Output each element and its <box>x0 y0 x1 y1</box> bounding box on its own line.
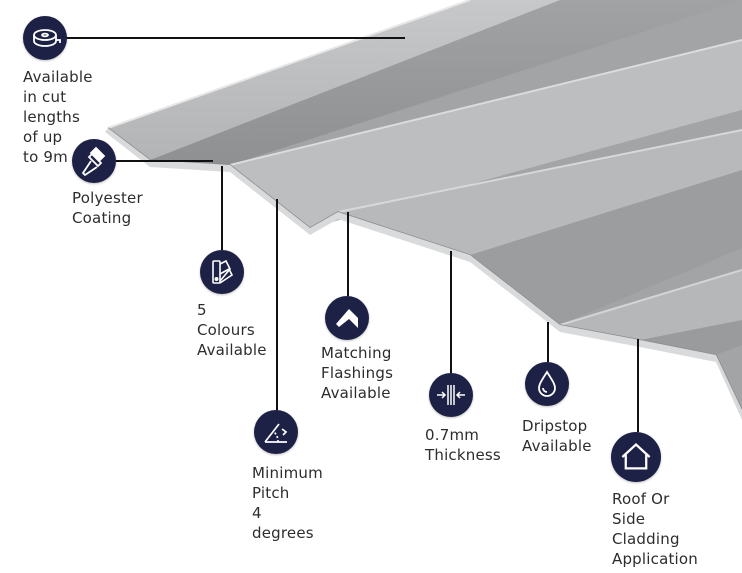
feature-label-cladding: Roof Or Side Cladding Application <box>612 490 699 568</box>
tape-measure-icon <box>23 16 67 60</box>
leader-lines <box>66 37 639 432</box>
feature-label-dripstop: Dripstop Available <box>522 417 592 455</box>
pitch-angle-icon <box>254 410 298 454</box>
feature-label-cut-lengths: Available in cut lengths of up to 9m <box>23 68 93 166</box>
corrugated-sheet <box>105 0 742 420</box>
feature-label-polyester-coating: Polyester Coating <box>72 189 143 227</box>
house-icon <box>611 432 661 482</box>
water-drop-icon <box>525 362 569 406</box>
flashing-icon <box>325 296 369 340</box>
feature-label-flashings: Matching Flashings Available <box>321 344 394 402</box>
colour-swatch-icon <box>200 250 244 294</box>
feature-label-colours: 5 Colours Available <box>197 301 267 359</box>
paint-brush-icon <box>72 139 116 183</box>
feature-label-pitch: Minimum Pitch 4 degrees <box>252 464 323 542</box>
thickness-icon <box>429 373 473 417</box>
feature-label-thickness: 0.7mm Thickness <box>425 426 501 464</box>
